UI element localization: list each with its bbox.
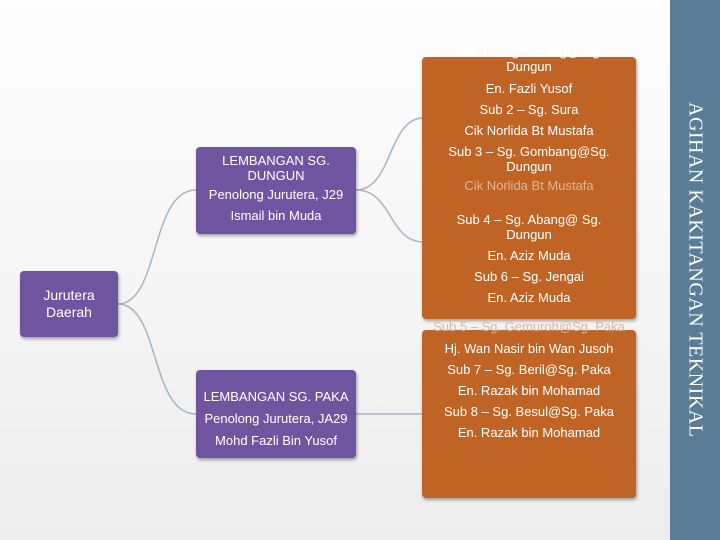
sub8-label: Sub 8 – Sg. Besul@Sg. Paka bbox=[443, 404, 615, 419]
dungun-name: Ismail bin Muda bbox=[230, 208, 322, 223]
sub2-label: Sub 2 – Sg. Sura bbox=[479, 102, 579, 117]
sub8-staff: En. Razak bin Mohamad bbox=[457, 425, 601, 440]
sub5-staff: Hj. Wan Nasir bin Wan Jusoh bbox=[444, 341, 614, 356]
paka-sub-basins-box bbox=[422, 330, 636, 498]
root-label-line2: Daerah bbox=[46, 304, 92, 320]
jurutera-daerah-box bbox=[20, 271, 118, 337]
lembangan-dungun-box bbox=[196, 147, 356, 234]
connector-dungun-to-leaf-lower bbox=[355, 189, 423, 243]
connector-root-to-dungun bbox=[117, 189, 197, 305]
sub4-line1: Sub 4 – Sg. Abang@ Sg. bbox=[456, 212, 602, 227]
side-title-text: AGIHAN KAKITANGAN TEKNIKAL bbox=[684, 102, 707, 438]
side-title: AGIHAN KAKITANGAN TEKNIKAL bbox=[670, 0, 720, 540]
sub7-staff: En. Razak bin Mohamad bbox=[457, 383, 601, 398]
sub3-line2: Dungun bbox=[506, 159, 552, 174]
sub4-line2: Dungun bbox=[506, 227, 552, 242]
dungun-title-line1: LEMBANGAN SG. bbox=[222, 153, 330, 168]
root-label-line1: Jurutera bbox=[43, 287, 95, 303]
paka-title: LEMBANGAN SG. PAKA bbox=[203, 389, 349, 404]
side-banner bbox=[670, 0, 720, 540]
dungun-sub-basins-box bbox=[422, 57, 636, 319]
sub1-line2: Dungun bbox=[506, 59, 552, 74]
sub1-line1: Sub 1 – Sg. Pinang@ Sg. bbox=[454, 44, 604, 59]
sub5-label: Sub 5 – Sg. Gemuroh@Sg. Paka bbox=[433, 319, 625, 334]
connector-dungun-to-leaf bbox=[355, 117, 423, 191]
sub7-label: Sub 7 – Sg. Beril@Sg. Paka bbox=[447, 362, 611, 377]
sub6-staff: En. Aziz Muda bbox=[487, 290, 571, 305]
dungun-title-line2: DUNGUN bbox=[247, 168, 305, 183]
connector-root-to-paka bbox=[117, 303, 197, 415]
sub3-line1: Sub 3 – Sg. Gombang@Sg. bbox=[448, 144, 610, 159]
paka-role: Penolong Jurutera, JA29 bbox=[204, 411, 348, 426]
paka-name: Mohd Fazli Bin Yusof bbox=[215, 433, 337, 448]
sub1-staff: En. Fazli Yusof bbox=[485, 81, 573, 96]
lembangan-paka-box bbox=[196, 370, 356, 458]
sub3-staff: Cik Norlida Bt Mustafa bbox=[464, 178, 594, 193]
sub4-staff: En. Aziz Muda bbox=[487, 248, 571, 263]
sub2-staff: Cik Norlida Bt Mustafa bbox=[464, 123, 594, 138]
dungun-role: Penolong Jurutera, J29 bbox=[208, 187, 344, 202]
sub6-label: Sub 6 – Sg. Jengai bbox=[474, 269, 584, 284]
